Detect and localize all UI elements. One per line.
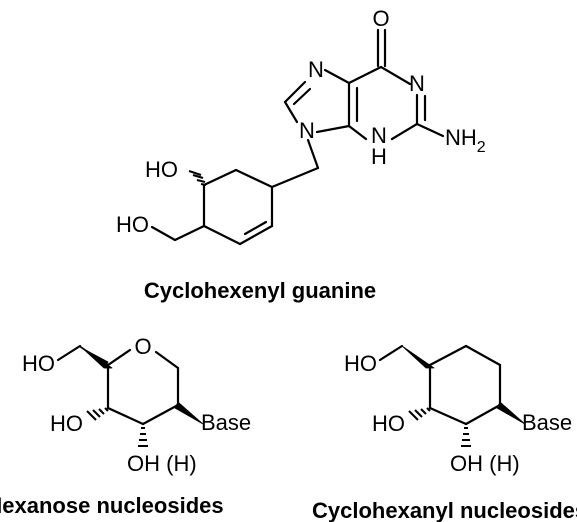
atom-hydroxymethyl: HO [116, 212, 149, 237]
molecule-cyclohexenyl-guanine: O N N N N H NH2 HO HO Cyclohexenyl guani… [116, 6, 486, 303]
caption-hexanose-nucleosides: Hexanose nucleosides [0, 493, 224, 518]
atom-hydroxymethyl: HO [22, 351, 55, 376]
hash-left-4 [408, 410, 419, 421]
hash-left-2 [98, 408, 105, 415]
ring-bond-c5-o [106, 348, 132, 367]
wedge-ch2oh [401, 345, 435, 369]
atom-base: Base [522, 410, 572, 435]
ring-bond-2 [464, 344, 502, 367]
atom-hydroxyl-bottom: OH (H) [127, 451, 197, 476]
ring-bond-5 [238, 224, 274, 246]
hash-left-3 [414, 409, 423, 418]
ring-bond-c3-c4 [106, 406, 145, 426]
atom-n9: N [299, 118, 315, 143]
hash-2 [196, 179, 206, 183]
atom-carbonyl-oxygen: O [372, 6, 389, 31]
amine-subscript: 2 [477, 139, 486, 156]
bond-c2-amine [415, 122, 445, 138]
hash-3 [192, 174, 204, 179]
caption-cyclohexenyl-guanine: Cyclohexenyl guanine [144, 278, 376, 303]
bond-n7-c8-double [292, 87, 312, 106]
atom-hydroxyl-bottom: OH (H) [450, 451, 520, 476]
amine-label: NH [445, 125, 477, 150]
wedge-base [174, 401, 204, 425]
bond-n3-c4 [347, 124, 368, 141]
molecule-hexanose-nucleosides: O HO HO OH (H) Base Hexanose nucleosides [0, 334, 251, 518]
atom-base: Base [201, 410, 251, 435]
bond-n9-ch2 [306, 138, 320, 170]
ring-bond-1 [234, 168, 274, 189]
ring-bond-1 [428, 344, 468, 367]
bond-c2-n3 [390, 122, 419, 141]
atom-hydroxymethyl: HO [344, 351, 377, 376]
hash-left-1 [104, 407, 109, 412]
bond-c5-c6 [347, 65, 383, 85]
atom-n3-hydrogen: H [371, 144, 387, 169]
wedge-base [496, 401, 526, 425]
atom-n1: N [409, 71, 425, 96]
molecule-cyclohexanyl-nucleosides: HO HO OH (H) Base Cyclohexanyl nucleosid… [312, 344, 577, 522]
ring-double-bond [243, 220, 268, 236]
atom-ring-oxygen: O [134, 334, 151, 359]
bond-ch2-ring [270, 166, 320, 189]
ring-bond-2 [202, 168, 238, 187]
bond-n9-c4 [315, 124, 351, 134]
bond-c8-n9 [283, 100, 299, 124]
hash-4 [188, 170, 202, 176]
ring-bond-4 [202, 224, 242, 246]
bond-c6-n1 [379, 65, 412, 86]
hash-left-1 [426, 407, 431, 412]
bond-c5-n7 [323, 68, 351, 85]
caption-cyclohexanyl-nucleosides: Cyclohexanyl nucleosides [312, 498, 577, 522]
atom-hydroxyl-left: HO [372, 411, 405, 436]
ring-bond-5 [428, 406, 468, 426]
ring-bond-c2-c3 [141, 403, 180, 426]
atom-n7: N [308, 57, 324, 82]
hash-left-3 [92, 409, 101, 418]
atom-n3: N [371, 123, 387, 148]
bond-ch2-oh [378, 344, 404, 362]
bond-ch2-oh [56, 344, 82, 362]
atom-hydroxyl: HO [145, 157, 178, 182]
atom-hydroxyl-left: HO [50, 411, 83, 436]
atom-amine: NH2 [445, 125, 486, 156]
ring-bond-4 [464, 403, 502, 426]
hash-left-4 [86, 410, 97, 421]
wedge-ch2oh-fill [79, 345, 113, 369]
ring-bond-o-c1 [154, 350, 180, 370]
hash-left-2 [420, 408, 427, 415]
hash-1 [200, 183, 207, 186]
bond-n7-c8 [283, 80, 307, 104]
bond-ring-ch2oh [173, 224, 206, 242]
bond-ch2-oh [150, 225, 177, 242]
